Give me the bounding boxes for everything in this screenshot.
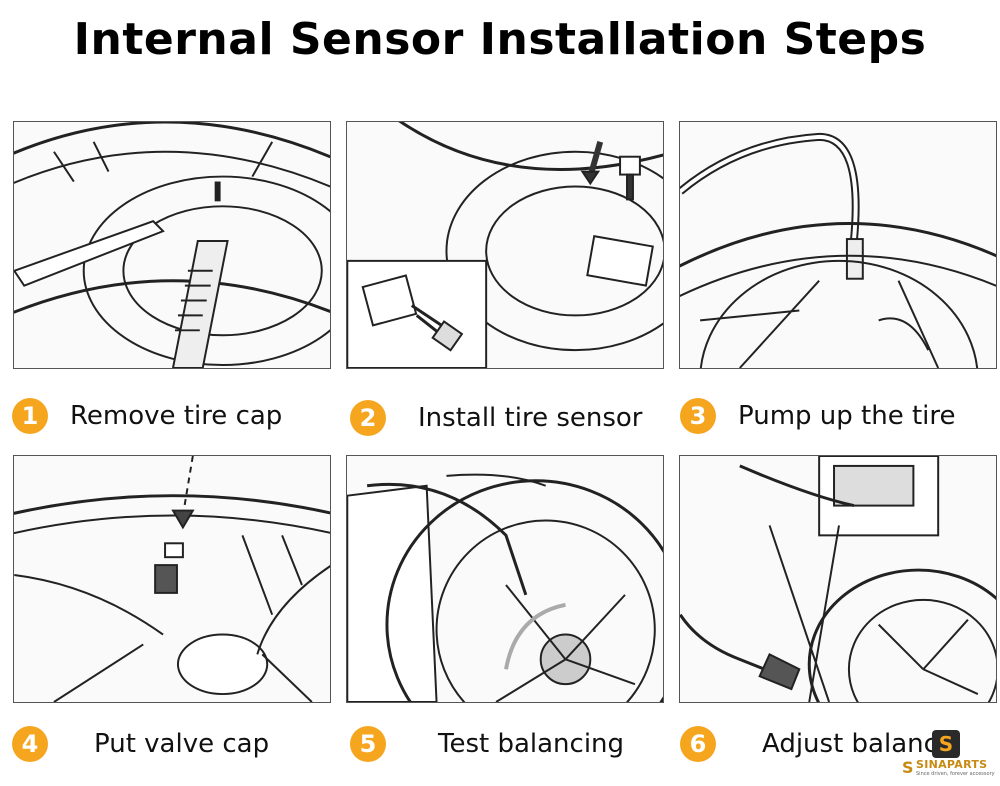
brand-name: SINAPARTS [916, 758, 988, 771]
step-number-badge: 2 [350, 400, 386, 436]
step-label: Remove tire cap [70, 401, 283, 431]
step-number-badge: 1 [12, 398, 48, 434]
step-4-illustration [13, 455, 331, 703]
step-label: Put valve cap [94, 729, 270, 759]
brand-mark: S [902, 758, 914, 777]
step-3-illustration [679, 121, 997, 369]
step-1: 1 Remove tire cap [12, 394, 282, 438]
step-number-badge: 3 [680, 398, 716, 434]
step-6-illustration [679, 455, 997, 703]
step-4: 4 Put valve cap [12, 722, 269, 766]
brand-logo-icon: S [932, 730, 960, 758]
step-label: Adjust balanc [762, 729, 938, 759]
step-number-badge: 5 [350, 726, 386, 762]
step-label: Test balancing [438, 729, 625, 759]
step-label: Install tire sensor [418, 403, 643, 433]
step-6: 6 Adjust balanc [680, 722, 938, 766]
step-5: 5 Test balancing [350, 722, 624, 766]
step-label: Pump up the tire [738, 401, 956, 431]
brand-watermark: S SINAPARTS Since driven, forever access… [902, 756, 995, 782]
page-title: Internal Sensor Installation Steps [73, 14, 927, 65]
step-3: 3 Pump up the tire [680, 394, 956, 438]
step-number-badge: 4 [12, 726, 48, 762]
step-2-illustration [346, 121, 664, 369]
brand-tagline: Since driven, forever accessory [916, 771, 995, 777]
step-2: 2 Install tire sensor [350, 396, 643, 440]
step-1-illustration [13, 121, 331, 369]
step-number-badge: 6 [680, 726, 716, 762]
step-5-illustration [346, 455, 664, 703]
